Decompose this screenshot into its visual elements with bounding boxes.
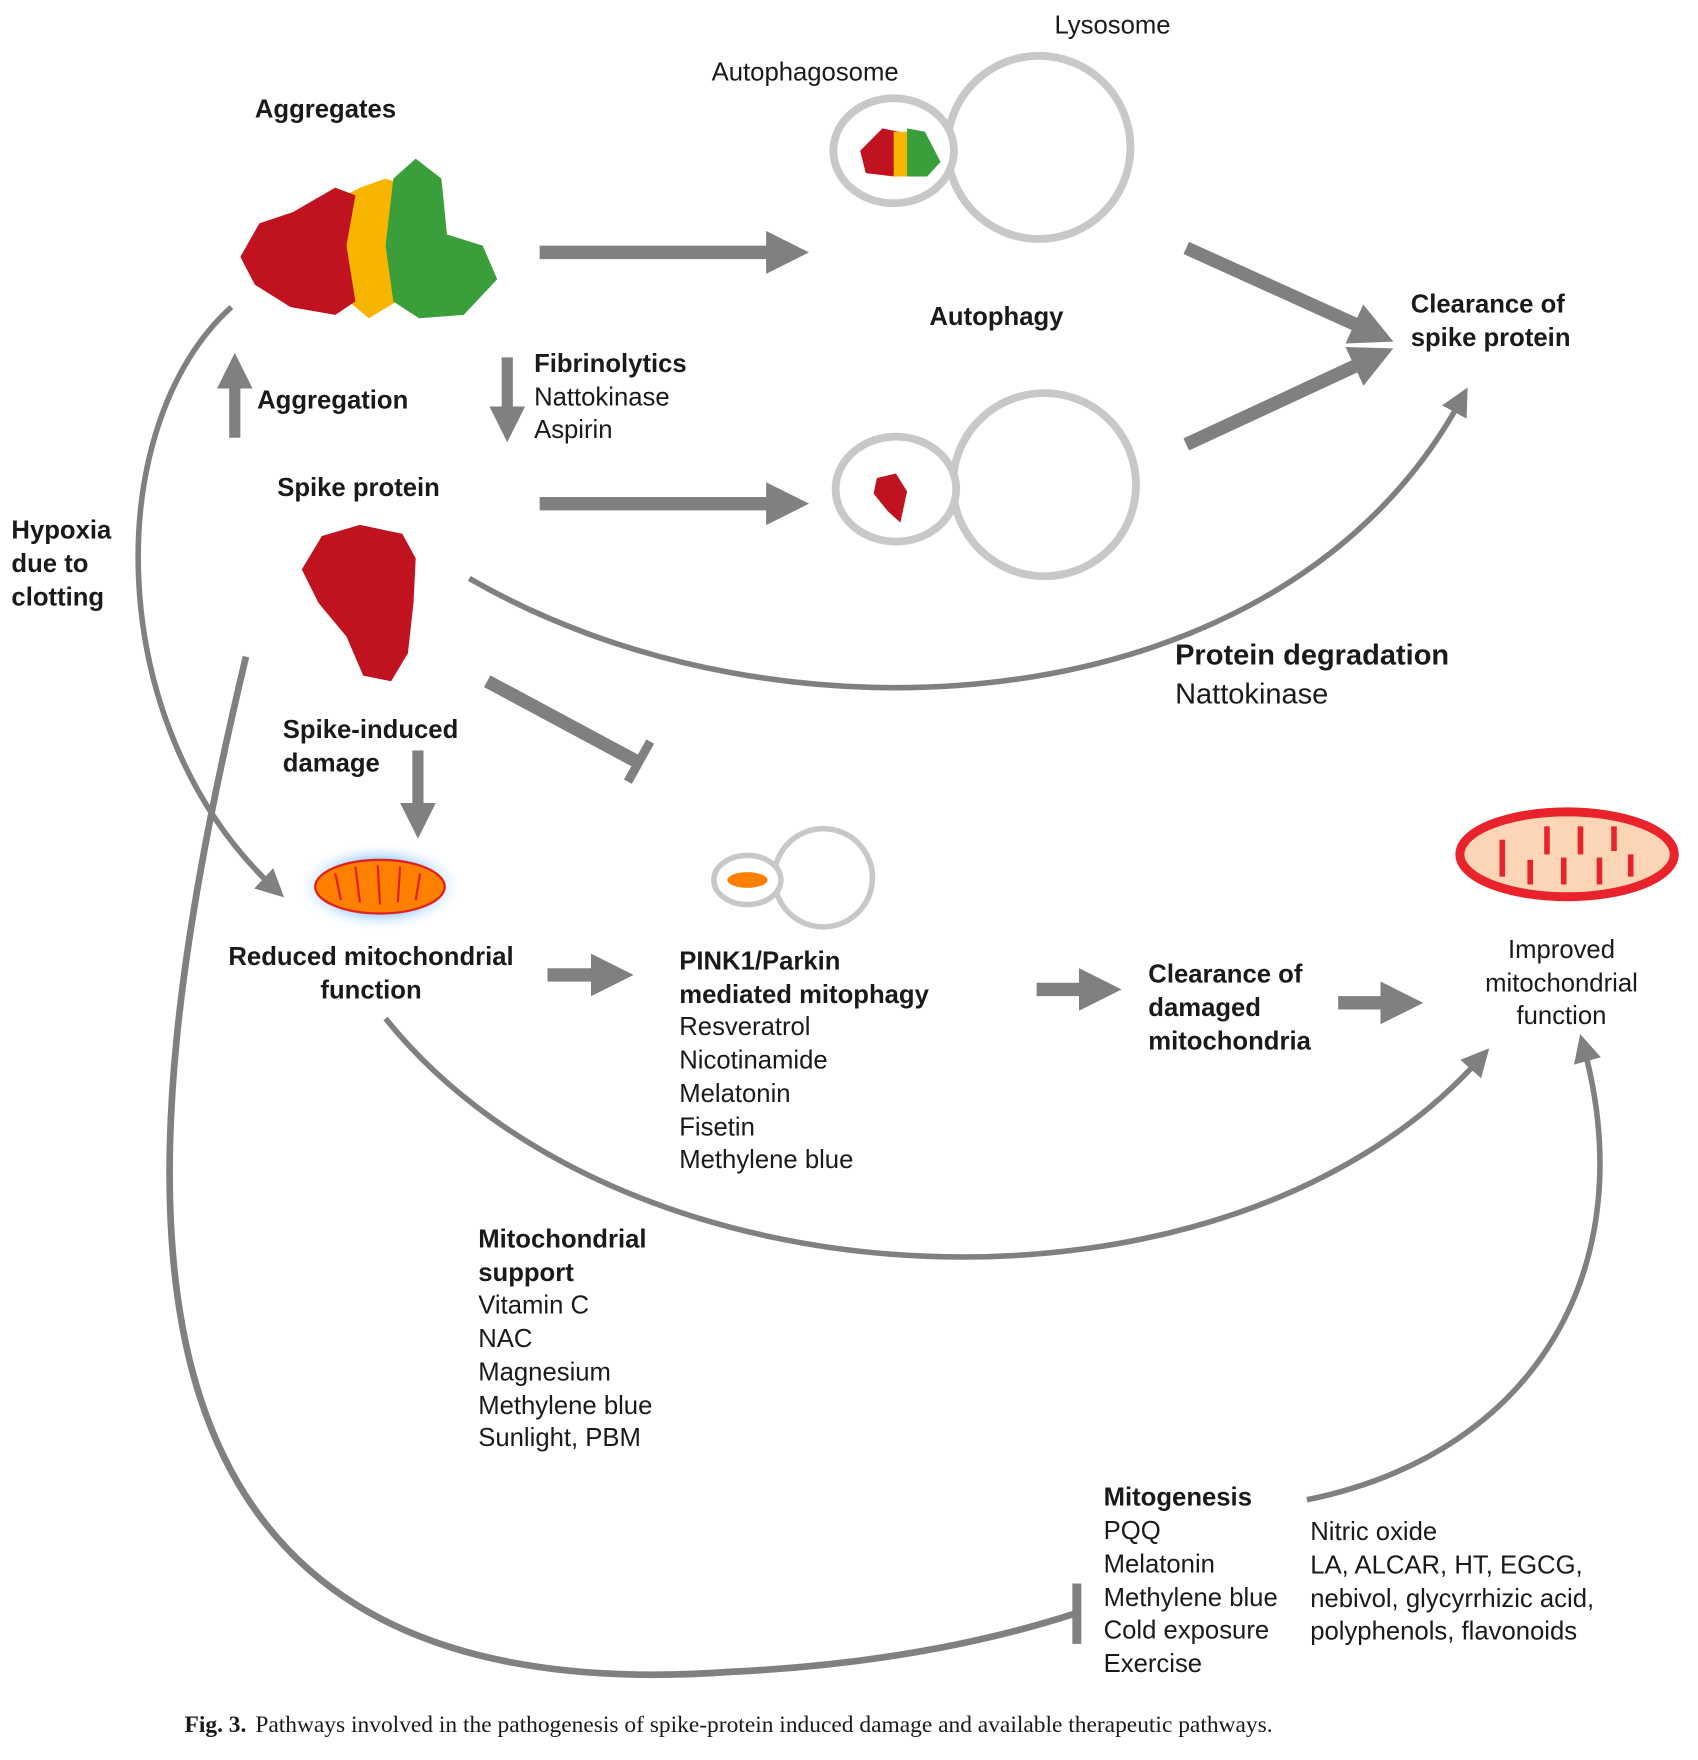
improved-mito-label-1: Improved [1508,936,1615,964]
clearance-mito-label-1: Clearance of [1148,961,1303,989]
improved-mito-label-3: function [1517,1002,1607,1030]
mitophagosome-image [711,825,876,930]
mitogenesis-item: PQQ [1104,1517,1161,1545]
arrow-protein-degradation [467,387,1468,691]
mitogenesis-item: Methylene blue [1104,1584,1278,1612]
mitogenesis-item: Melatonin [1104,1550,1215,1578]
fibrinolytics-title: Fibrinolytics [534,350,687,378]
aggregation-label: Aggregation [257,387,408,415]
autophagosome-lysosome-bottom [831,389,1140,581]
clearance-spike-label-1: Clearance of [1411,291,1566,319]
pink1-item: Methylene blue [679,1146,853,1174]
autophagosome-label: Autophagosome [712,58,899,86]
pink1-item: Melatonin [679,1080,790,1108]
reduced-mito-label-1: Reduced mitochondrial [228,943,513,971]
pink1-item: Nicotinamide [679,1047,827,1075]
figure-caption: Fig. 3. Pathways involved in the pathogen… [185,1712,1273,1738]
clearance-mito-label-2: damaged [1148,994,1261,1022]
pink1-title-2: mediated mitophagy [679,981,929,1009]
arrow-hypoxia [135,305,285,898]
spike-protein-label: Spike protein [277,474,440,502]
protein-degradation-item: Nattokinase [1175,679,1328,711]
mito-support-item: NAC [478,1325,532,1353]
mito-support-item: Methylene blue [478,1392,652,1420]
caption-text: Pathways involved in the pathogenesis of… [255,1712,1272,1738]
inhibit-mitogenesis-to-spike [166,655,1076,1679]
inhibit-bar [623,739,655,784]
spike-protein-image [301,524,416,682]
clearance-mito-label-3: mitochondria [1148,1028,1311,1056]
mito-support-title-1: Mitochondrial [478,1225,646,1253]
inhibit-spike-to-mitophagy [484,675,643,769]
hypoxia-label-1: Hypoxia [11,516,112,544]
arrow-autophagy-bottom-to-clearance [1183,346,1394,451]
aggregates-label: Aggregates [255,95,396,123]
mitogenesis-item2: Nitric oxide [1310,1518,1437,1546]
mitogenesis-item2: LA, ALCAR, HT, EGCG, [1310,1552,1583,1580]
caption-label: Fig. 3. [185,1712,247,1738]
pink1-item: Fisetin [679,1114,755,1142]
spike-damage-label-1: Spike-induced [283,716,458,744]
pink1-item: Resveratrol [679,1013,810,1041]
arrow-mitogenesis [1306,1034,1603,1503]
healthy-mitochondrion-image [1455,807,1679,902]
mitogenesis-item2: polyphenols, flavonoids [1310,1617,1577,1645]
mito-support-item: Sunlight, PBM [478,1424,641,1452]
improved-mito-label-2: mitochondrial [1485,970,1638,998]
mitogenesis-item2: nebivol, glycyrrhizic acid, [1310,1585,1594,1613]
pink1-title-1: PINK1/Parkin [679,947,840,975]
autophagosome-lysosome-top [829,51,1135,243]
lysosome-label: Lysosome [1054,12,1170,40]
damaged-mitochondrion-image [296,842,464,932]
mitogenesis-item: Exercise [1104,1650,1202,1678]
fibrinolytics-item: Nattokinase [534,383,670,411]
mito-support-title-2: support [478,1259,574,1287]
clearance-spike-label-2: spike protein [1411,324,1571,352]
mitogenesis-title: Mitogenesis [1104,1483,1252,1511]
spike-damage-label-2: damage [283,750,380,778]
hypoxia-label-2: due to [11,550,88,578]
protein-degradation-title: Protein degradation [1175,639,1449,671]
hypoxia-label-3: clotting [11,583,104,611]
autophagy-label: Autophagy [929,303,1064,331]
arrow-mito-support [383,1016,1490,1260]
arrow-autophagy-top-to-clearance [1183,241,1394,344]
mitogenesis-item: Cold exposure [1104,1616,1270,1644]
aggregates-image [240,158,498,319]
reduced-mito-label-2: function [320,976,421,1004]
mito-support-item: Magnesium [478,1358,611,1386]
fibrinolytics-item: Aspirin [534,416,612,444]
mito-support-item: Vitamin C [478,1291,589,1319]
